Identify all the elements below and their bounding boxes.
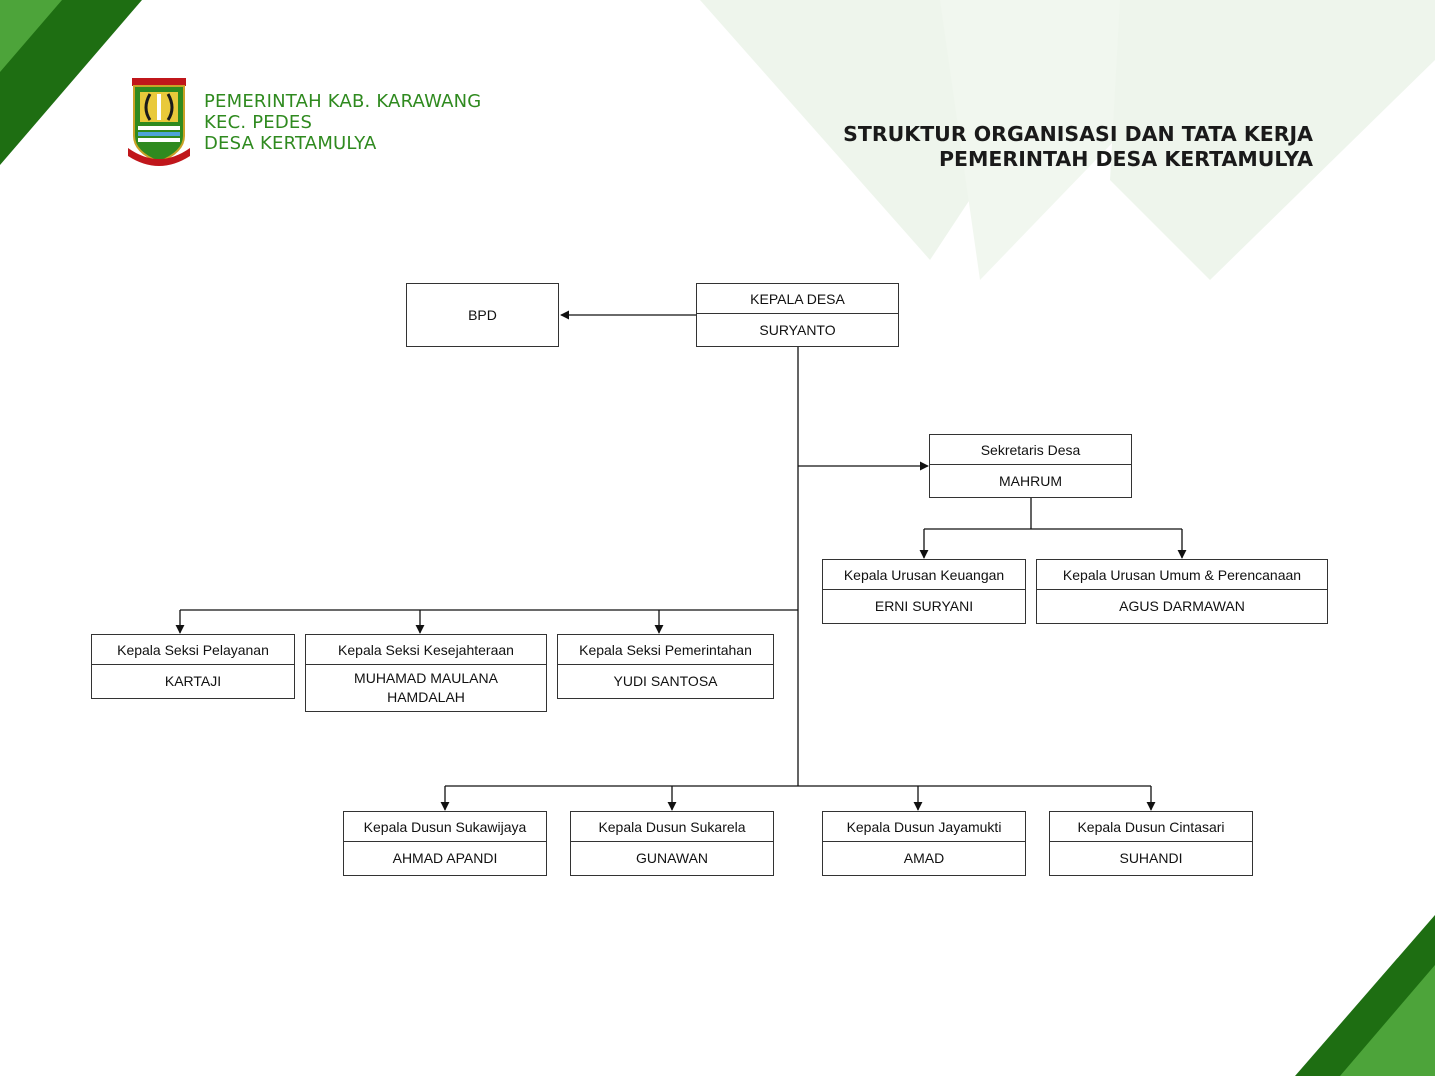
role-dusun-sukarela: Kepala Dusun Sukarela bbox=[571, 812, 773, 842]
chevron-light-3 bbox=[1110, 0, 1435, 280]
name-sekretaris-desa: MAHRUM bbox=[999, 472, 1062, 489]
title-line-2: PEMERINTAH DESA KERTAMULYA bbox=[938, 147, 1313, 171]
org-line-village: DESA KERTAMULYA bbox=[204, 132, 377, 154]
role-urusan-umum: Kepala Urusan Umum & Perencanaan bbox=[1037, 560, 1327, 590]
box-dusun-sukarela: Kepala Dusun Sukarela GUNAWAN bbox=[570, 811, 774, 876]
name-urusan-umum: AGUS DARMAWAN bbox=[1119, 598, 1245, 614]
box-seksi-pelayanan: Kepala Seksi Pelayanan KARTAJI bbox=[91, 634, 295, 699]
box-sekretaris-desa: Sekretaris Desa MAHRUM bbox=[929, 434, 1132, 498]
box-urusan-keuangan: Kepala Urusan Keuangan ERNI SURYANI bbox=[822, 559, 1026, 624]
org-line-regency: PEMERINTAH KAB. KARAWANG bbox=[204, 90, 482, 112]
name-dusun-jayamukti: AMAD bbox=[903, 850, 945, 866]
role-seksi-kesejahteraan: Kepala Seksi Kesejahteraan bbox=[306, 635, 546, 665]
name-seksi-pemerintahan: YUDI SANTOSA bbox=[613, 673, 718, 689]
role-dusun-jayamukti: Kepala Dusun Jayamukti bbox=[823, 812, 1025, 842]
box-dusun-sukawijaya: Kepala Dusun Sukawijaya AHMAD APANDI bbox=[343, 811, 547, 876]
header: PEMERINTAH KAB. KARAWANG KEC. PEDES DESA… bbox=[128, 78, 481, 166]
name-dusun-cintasari: SUHANDI bbox=[1119, 850, 1183, 866]
name-seksi-pelayanan: KARTAJI bbox=[164, 673, 222, 689]
role-dusun-sukawijaya: Kepala Dusun Sukawijaya bbox=[344, 812, 546, 842]
role-dusun-cintasari: Kepala Dusun Cintasari bbox=[1050, 812, 1252, 842]
box-seksi-kesejahteraan: Kepala Seksi Kesejahteraan MUHAMAD MAULA… bbox=[305, 634, 547, 712]
box-dusun-jayamukti: Kepala Dusun Jayamukti AMAD bbox=[822, 811, 1026, 876]
name-urusan-keuangan: ERNI SURYANI bbox=[874, 598, 974, 614]
name-dusun-sukawijaya: AHMAD APANDI bbox=[392, 850, 498, 866]
name-kepala-desa: SURYANTO bbox=[759, 321, 836, 338]
role-sekretaris-desa: Sekretaris Desa bbox=[930, 435, 1131, 465]
corner-stripe-mid-bottom-right bbox=[1340, 965, 1435, 1076]
box-bpd: BPD bbox=[406, 283, 559, 347]
name-dusun-sukarela: GUNAWAN bbox=[635, 850, 709, 866]
role-urusan-keuangan: Kepala Urusan Keuangan bbox=[823, 560, 1025, 590]
title-line-1: STRUKTUR ORGANISASI DAN TATA KERJA bbox=[843, 122, 1313, 146]
corner-stripe-light-top-left bbox=[0, 0, 62, 72]
bpd-label: BPD bbox=[468, 307, 497, 323]
corner-stripe-dark-top-left bbox=[0, 0, 142, 165]
role-kepala-desa: KEPALA DESA bbox=[697, 284, 898, 314]
role-seksi-pemerintahan: Kepala Seksi Pemerintahan bbox=[558, 635, 773, 665]
org-line-district: KEC. PEDES bbox=[204, 111, 313, 133]
box-seksi-pemerintahan: Kepala Seksi Pemerintahan YUDI SANTOSA bbox=[557, 634, 774, 699]
document-title: STRUKTUR ORGANISASI DAN TATA KERJA PEMER… bbox=[843, 122, 1313, 172]
box-dusun-cintasari: Kepala Dusun Cintasari SUHANDI bbox=[1049, 811, 1253, 876]
role-seksi-pelayanan: Kepala Seksi Pelayanan bbox=[92, 635, 294, 665]
name-seksi-kesejahteraan: MUHAMAD MAULANA HAMDALAH bbox=[354, 670, 498, 705]
box-urusan-umum: Kepala Urusan Umum & Perencanaan AGUS DA… bbox=[1036, 559, 1328, 624]
karawang-crest-logo bbox=[128, 78, 190, 166]
box-kepala-desa: KEPALA DESA SURYANTO bbox=[696, 283, 899, 347]
